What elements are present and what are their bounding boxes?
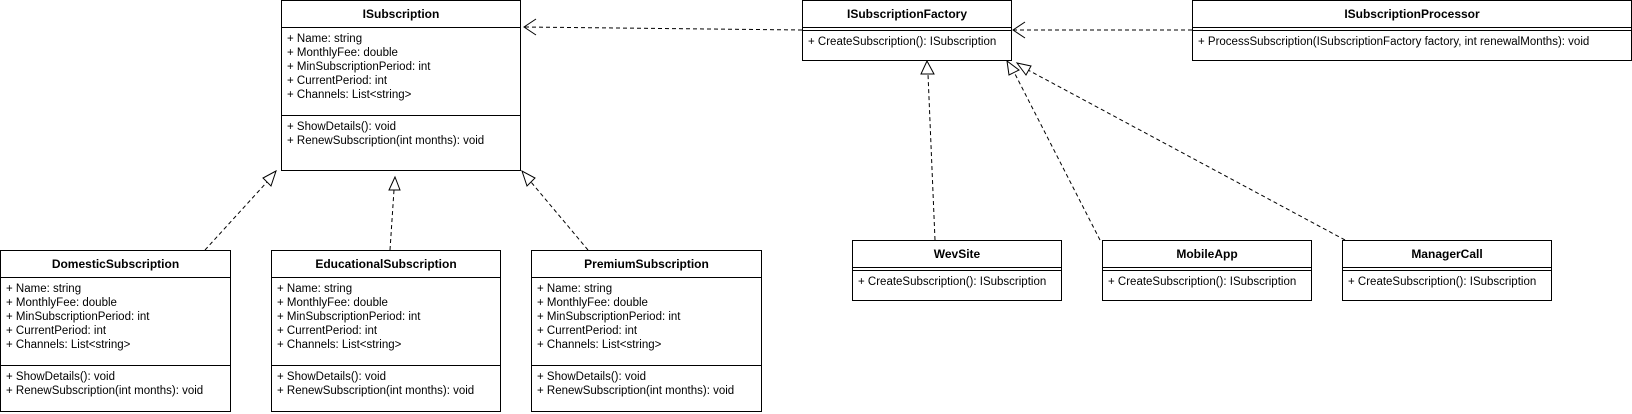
class-isubscriptionprocessor[interactable]: ISubscriptionProcessor + ProcessSubscrip…: [1192, 0, 1632, 61]
realization-triangle: [521, 169, 536, 187]
dependency-arrowhead: [523, 18, 537, 36]
class-attributes: + Name: string + MonthlyFee: double + Mi…: [1, 278, 230, 366]
attribute: + Channels: List<string>: [277, 339, 402, 351]
attribute: + MinSubscriptionPeriod: int: [6, 311, 150, 323]
class-attributes: + Name: string + MonthlyFee: double + Mi…: [272, 278, 500, 366]
attribute: + MonthlyFee: double: [6, 297, 117, 309]
attribute: + MonthlyFee: double: [277, 297, 388, 309]
method: + RenewSubscription(int months): void: [287, 135, 485, 147]
class-title: ManagerCall: [1343, 241, 1551, 268]
attribute: + Channels: List<string>: [287, 89, 412, 101]
class-methods: + ShowDetails(): void + RenewSubscriptio…: [532, 366, 761, 404]
class-methods: + CreateSubscription(): ISubscription: [853, 271, 1061, 295]
class-methods: + CreateSubscription(): ISubscription: [803, 31, 1011, 55]
realization-educational: [389, 189, 395, 251]
dependency-arrowhead: [1012, 21, 1026, 39]
class-attributes: + Name: string + MonthlyFee: double + Mi…: [532, 278, 761, 366]
realization-triangle: [1015, 62, 1032, 76]
class-isubscriptionfactory[interactable]: ISubscriptionFactory + CreateSubscriptio…: [802, 0, 1012, 61]
attribute: + Channels: List<string>: [6, 339, 131, 351]
class-methods: + ProcessSubscription(ISubscriptionFacto…: [1193, 31, 1631, 55]
method: + ShowDetails(): void: [6, 371, 115, 383]
class-title: ISubscription: [282, 1, 520, 28]
attribute: + MinSubscriptionPeriod: int: [537, 311, 681, 323]
attribute: + CurrentPeriod: int: [277, 325, 378, 337]
realization-mobileapp: [1013, 71, 1101, 241]
class-methods: + ShowDetails(): void + RenewSubscriptio…: [1, 366, 230, 404]
class-methods: + CreateSubscription(): ISubscription: [1103, 271, 1311, 295]
class-mobileapp[interactable]: MobileApp + CreateSubscription(): ISubsc…: [1102, 240, 1312, 301]
class-managercall[interactable]: ManagerCall + CreateSubscription(): ISub…: [1342, 240, 1552, 301]
method: + CreateSubscription(): ISubscription: [1108, 276, 1297, 288]
class-wevsite[interactable]: WevSite + CreateSubscription(): ISubscri…: [852, 240, 1062, 301]
realization-wevsite: [927, 73, 936, 241]
attribute: + Name: string: [6, 283, 82, 295]
method: + ShowDetails(): void: [287, 121, 396, 133]
class-attributes: [1343, 268, 1551, 271]
class-attributes: [1193, 28, 1631, 31]
class-attributes: + Name: string + MonthlyFee: double + Mi…: [282, 28, 520, 116]
class-educationalsubscription[interactable]: EducationalSubscription + Name: string +…: [271, 250, 501, 412]
attribute: + CurrentPeriod: int: [287, 75, 388, 87]
class-attributes: [1103, 268, 1311, 271]
class-title: DomesticSubscription: [1, 251, 230, 278]
realization-triangle: [920, 59, 935, 75]
attribute: + CurrentPeriod: int: [537, 325, 638, 337]
class-methods: + CreateSubscription(): ISubscription: [1343, 271, 1551, 295]
class-attributes: [803, 28, 1011, 31]
attribute: + MonthlyFee: double: [287, 47, 398, 59]
realization-premium: [530, 181, 589, 251]
class-attributes: [853, 268, 1061, 271]
method: + ShowDetails(): void: [277, 371, 386, 383]
method: + CreateSubscription(): ISubscription: [1348, 276, 1537, 288]
class-title: ISubscriptionProcessor: [1193, 1, 1631, 28]
attribute: + MonthlyFee: double: [537, 297, 648, 309]
class-isubscription[interactable]: ISubscription + Name: string + MonthlyFe…: [281, 0, 521, 171]
attribute: + Name: string: [277, 283, 353, 295]
method: + ShowDetails(): void: [537, 371, 646, 383]
method: + CreateSubscription(): ISubscription: [808, 36, 997, 48]
class-title: WevSite: [853, 241, 1061, 268]
class-methods: + ShowDetails(): void + RenewSubscriptio…: [282, 116, 520, 154]
attribute: + MinSubscriptionPeriod: int: [277, 311, 421, 323]
class-domesticsubscription[interactable]: DomesticSubscription + Name: string + Mo…: [0, 250, 231, 412]
class-methods: + ShowDetails(): void + RenewSubscriptio…: [272, 366, 500, 404]
class-premiumsubscription[interactable]: PremiumSubscription + Name: string + Mon…: [531, 250, 762, 412]
attribute: + MinSubscriptionPeriod: int: [287, 61, 431, 73]
realization-domestic: [204, 181, 268, 251]
method: + RenewSubscription(int months): void: [537, 385, 735, 397]
class-title: MobileApp: [1103, 241, 1311, 268]
method: + ProcessSubscription(ISubscriptionFacto…: [1198, 36, 1590, 48]
method: + RenewSubscription(int months): void: [6, 385, 204, 397]
attribute: + Name: string: [537, 283, 613, 295]
realization-triangle: [262, 169, 277, 187]
attribute: + Name: string: [287, 33, 363, 45]
realization-triangle: [1006, 59, 1020, 76]
attribute: + CurrentPeriod: int: [6, 325, 107, 337]
realization-managercall: [1027, 69, 1346, 241]
method: + CreateSubscription(): ISubscription: [858, 276, 1047, 288]
class-title: PremiumSubscription: [532, 251, 761, 278]
realization-triangle: [388, 175, 401, 191]
class-title: EducationalSubscription: [272, 251, 500, 278]
attribute: + Channels: List<string>: [537, 339, 662, 351]
method: + RenewSubscription(int months): void: [277, 385, 475, 397]
dependency-factory-to-subscription: [523, 26, 803, 31]
class-title: ISubscriptionFactory: [803, 1, 1011, 28]
